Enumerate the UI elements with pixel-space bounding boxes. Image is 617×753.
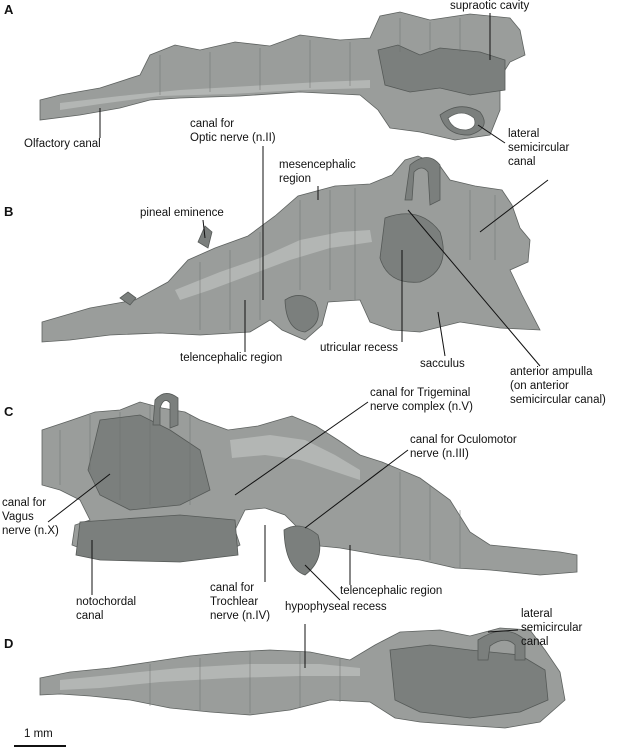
label-trigeminal-1: canal for Trigeminal [370,387,470,399]
label-mesencephalic-2: region [279,173,311,185]
label-optic-2: Optic nerve (n.II) [190,132,276,144]
panel-letter-c: C [4,404,14,419]
label-c-telencephalic: telencephalic region [340,585,442,597]
label-trochlear-3: nerve (n.IV) [210,610,270,622]
label-a-lateral-scc-3: canal [508,156,536,168]
leader-a-lateral-scc [477,124,506,144]
label-oculomotor-1: canal for Oculomotor [410,434,517,446]
leader-oculomotor [304,449,409,529]
panel-c: C canal for Trigeminal nerve complex (n.… [2,387,578,622]
leader-anterior-ampulla [407,209,541,367]
label-anterior-ampulla-1: anterior ampulla [510,366,593,378]
label-a-lateral-scc-2: semicircular [508,142,570,154]
leader-vagus [47,473,111,523]
label-vagus-3: nerve (n.X) [2,525,59,537]
label-vagus-2: Vagus [2,511,34,523]
panel-a: A supraotic cavity Olfactory canal later… [4,0,570,168]
label-olfactory-canal: Olfactory canal [24,138,101,150]
endocast-a [39,11,526,141]
leader-hypophyseal-recess [304,564,341,601]
endocast-b [41,155,541,343]
panel-d: D lateral semicircular canal [4,608,583,729]
label-anterior-ampulla-3: semicircular canal) [510,394,606,406]
label-oculomotor-2: nerve (n.III) [410,448,469,460]
panel-letter-d: D [4,636,13,651]
scale-bar-label: 1 mm [24,728,53,740]
panel-letter-a: A [4,2,14,17]
leader-trigeminal [234,401,369,496]
label-trochlear-2: Trochlear [210,596,258,608]
label-d-lateral-scc-1: lateral [521,608,552,620]
endocast-d [39,627,566,729]
label-mesencephalic-1: mesencephalic [279,159,356,171]
leader-sacculus [437,311,446,357]
label-d-lateral-scc-3: canal [521,636,549,648]
label-supraotic-cavity: supraotic cavity [450,0,530,12]
label-b-telencephalic: telencephalic region [180,352,282,364]
endocast-c [41,393,578,576]
leader-b-lateral-scc [479,179,549,233]
label-utricular-recess: utricular recess [320,342,398,354]
label-a-lateral-scc-1: lateral [508,128,539,140]
panel-b: B canal for Optic nerve (n.II) mesenceph… [4,118,606,406]
label-hypophyseal-recess: hypophyseal recess [285,601,387,613]
label-sacculus: sacculus [420,358,465,370]
label-optic-1: canal for [190,118,234,130]
label-trochlear-1: canal for [210,582,254,594]
leader-d-lateral-scc [487,629,519,633]
label-trigeminal-2: nerve complex (n.V) [370,401,473,413]
label-d-lateral-scc-2: semicircular [521,622,583,634]
panel-letter-b: B [4,204,13,219]
label-vagus-1: canal for [2,497,46,509]
label-notochordal-2: canal [76,610,104,622]
label-pineal-eminence: pineal eminence [140,207,224,219]
label-notochordal-1: notochordal [76,596,136,608]
leader-pineal-eminence [202,219,206,239]
label-anterior-ampulla-2: (on anterior [510,380,569,392]
scale-bar: 1 mm [14,728,66,747]
